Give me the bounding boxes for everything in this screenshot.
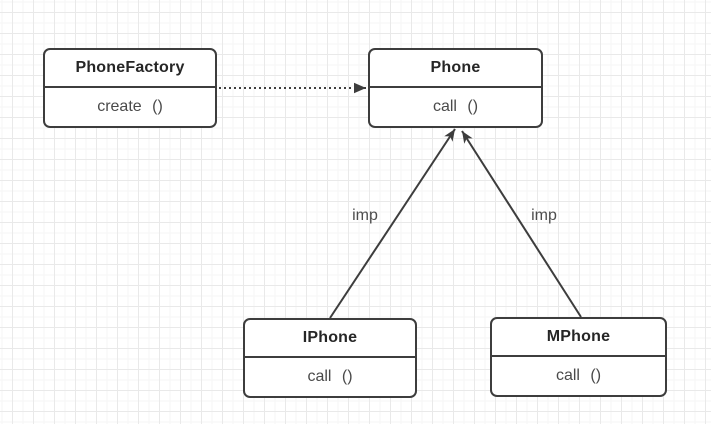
class-title-iphone: IPhone bbox=[245, 320, 415, 358]
class-title-mphone: MPhone bbox=[492, 319, 665, 357]
class-method-call-phone: call () bbox=[432, 98, 479, 115]
class-title-phone: Phone bbox=[370, 50, 541, 88]
edge-mphone-imp-phone[interactable] bbox=[461, 130, 582, 318]
edge-label-imp-right[interactable]: imp bbox=[531, 207, 557, 224]
class-box-iphone[interactable]: IPhone call () bbox=[243, 318, 417, 398]
class-method-create: create () bbox=[97, 98, 163, 115]
class-method-call-mphone: call () bbox=[555, 367, 602, 384]
class-box-phone[interactable]: Phone call () bbox=[368, 48, 543, 128]
class-title-phonefactory: PhoneFactory bbox=[45, 50, 215, 88]
edge-iphone-imp-phone[interactable] bbox=[329, 128, 456, 319]
class-method-call-iphone: call () bbox=[307, 368, 353, 385]
class-box-mphone[interactable]: MPhone call () bbox=[490, 317, 667, 397]
edge-label-imp-left[interactable]: imp bbox=[352, 207, 378, 224]
class-box-phonefactory[interactable]: PhoneFactory create () bbox=[43, 48, 217, 128]
